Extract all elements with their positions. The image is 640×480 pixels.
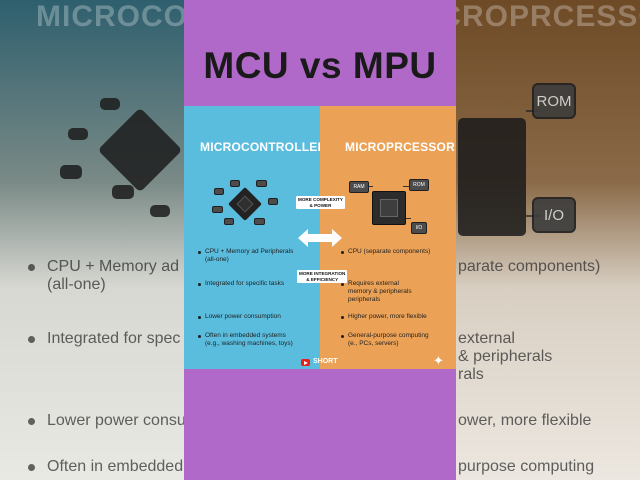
bg-rom-chip-icon: ROM (532, 83, 576, 119)
microcontroller-item: Integrated for specific tasks (205, 280, 285, 287)
bullet (198, 283, 201, 286)
bullet (341, 283, 344, 286)
ram-chip-icon: RAM (349, 181, 369, 193)
bullet (198, 251, 201, 254)
main-title: MCU vs MPU (203, 45, 437, 86)
bg-item-right-4: purpose computing (458, 458, 595, 475)
microprocessor-item: Higher power, more flexible (348, 313, 427, 320)
component-icon (230, 180, 240, 187)
bullet (341, 335, 344, 338)
microcontroller-heading: MICROCONTROLLER (200, 140, 327, 154)
comparison-card: MCU vs MPU MICROCONTROLLER CPU + Memory … (184, 0, 456, 480)
component-icon (256, 180, 267, 187)
bg-component-icon (60, 165, 82, 179)
microcontroller-item: Often in embedded systems (e.g., washing… (205, 332, 293, 347)
bg-item-left-1: CPU + Memory ad P (all-one) (47, 258, 194, 293)
bullet (198, 335, 201, 338)
bullet (341, 251, 344, 254)
io-chip-icon: I/O (411, 222, 427, 234)
bg-item-right-2: external & peripherals rals (458, 330, 553, 383)
microprocessor-item: CPU (separate components) (348, 248, 431, 255)
component-icon (214, 188, 224, 195)
mcu-chip-icon (228, 187, 262, 221)
bg-component-icon (100, 98, 120, 110)
component-icon (268, 198, 278, 205)
component-icon (212, 206, 223, 213)
component-icon (254, 218, 265, 225)
microcontroller-item: CPU + Memory ad Peripherals (all-one) (205, 248, 294, 263)
bg-bullet (28, 264, 35, 271)
microprocessor-item: General-purpose computing (e., PCs, serv… (348, 332, 429, 347)
microcontroller-panel: MICROCONTROLLER CPU + Memory ad Peripher… (184, 106, 326, 369)
bg-item-right-3: ower, more flexible (458, 412, 592, 429)
microcontroller-item: Lower power consumption (205, 313, 281, 320)
double-arrow-icon (298, 229, 342, 247)
wire (365, 186, 373, 187)
wire (403, 186, 411, 187)
bg-io-chip-icon: I/O (532, 197, 576, 233)
wire (403, 218, 411, 219)
short-badge: SHORT (313, 358, 338, 365)
rom-chip-icon: ROM (409, 179, 429, 191)
bg-bullet (28, 336, 35, 343)
bg-bullet (28, 418, 35, 425)
cpu-chip-icon (372, 191, 406, 225)
bg-component-icon (150, 205, 170, 217)
bg-cpu-chip-icon (458, 118, 526, 236)
bg-item-left-2: Integrated for spec (47, 330, 181, 347)
more-integration-tag: MORE INTEGRATION & EFFICIENCY (297, 270, 348, 283)
sparkle-icon: ✦ (433, 353, 444, 368)
youtube-icon (301, 359, 310, 366)
bg-component-icon (68, 128, 88, 140)
bullet (341, 316, 344, 319)
bg-item-left-4: Often in embedded (47, 458, 184, 475)
bg-bullet (28, 464, 35, 471)
bullet (198, 316, 201, 319)
bg-item-left-3: Lower power consu (47, 412, 186, 429)
bg-item-right-1: parate components) (458, 258, 601, 275)
component-icon (224, 218, 234, 225)
bg-component-icon (112, 185, 134, 199)
microprocessor-panel: MICROPRCESSOR RAM ROM I/O CPU (separate … (320, 106, 456, 369)
more-complexity-tag: MORE COMPLEXITY & POWER (296, 196, 345, 209)
microprocessor-heading: MICROPRCESSOR (345, 140, 455, 154)
microprocessor-item: Requires external memory & peripherals p… (348, 280, 412, 303)
